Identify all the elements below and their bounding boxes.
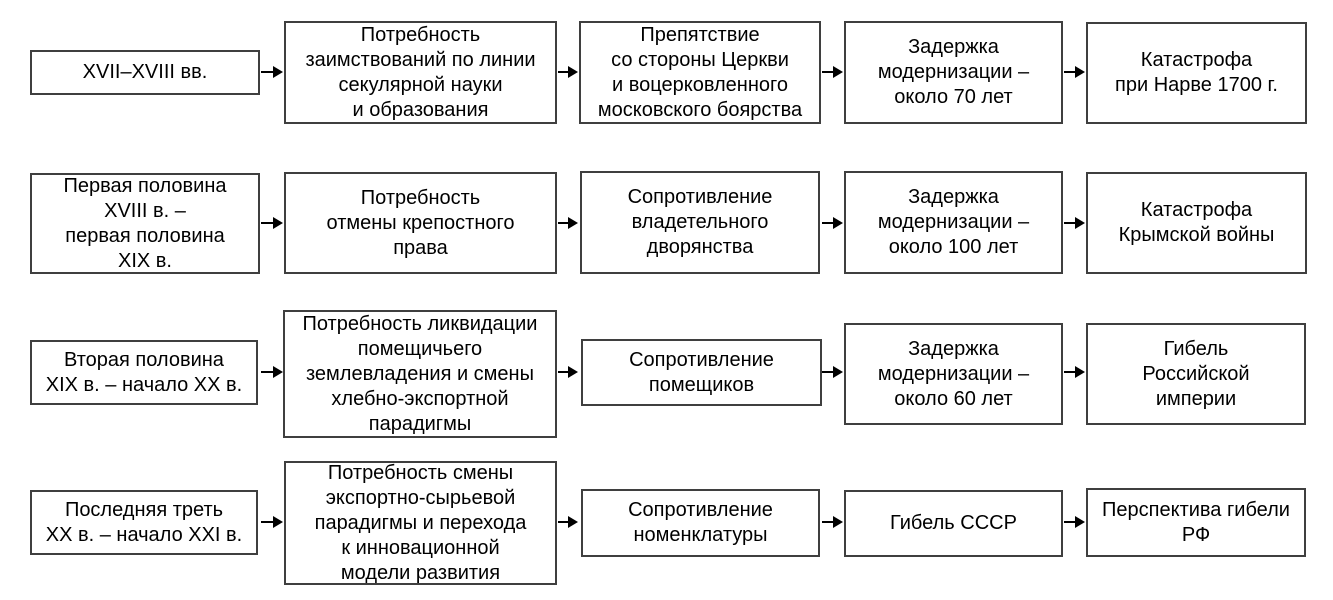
arrow-right-icon: [822, 516, 843, 528]
box-obstacle-row3: Сопротивление помещиков: [581, 339, 822, 406]
arrow-right-icon: [1064, 366, 1085, 378]
arrow-head: [833, 366, 843, 378]
box-outcome-row1: Катастрофа при Нарве 1700 г.: [1086, 22, 1307, 124]
arrow-shaft: [261, 221, 276, 225]
arrow-right-icon: [558, 217, 578, 229]
arrow-head: [833, 516, 843, 528]
arrow-head: [1075, 66, 1085, 78]
arrow-shaft: [1064, 221, 1078, 225]
arrow-right-icon: [822, 366, 843, 378]
arrow-shaft: [261, 520, 276, 524]
box-period-row1: XVII–XVIII вв.: [30, 50, 260, 95]
arrow-head: [273, 66, 283, 78]
arrow-right-icon: [558, 366, 578, 378]
box-period-row3: Вторая половина XIX в. – начало XX в.: [30, 340, 258, 405]
arrow-right-icon: [558, 516, 578, 528]
box-obstacle-row2: Сопротивление владетельного дворянства: [580, 171, 820, 274]
arrow-right-icon: [822, 66, 843, 78]
arrow-head: [273, 366, 283, 378]
arrow-head: [273, 516, 283, 528]
box-delay-row2: Задержка модернизации – около 100 лет: [844, 171, 1063, 274]
arrow-shaft: [558, 370, 571, 374]
arrow-right-icon: [261, 217, 283, 229]
arrow-head: [1075, 516, 1085, 528]
arrow-head: [568, 66, 578, 78]
arrow-shaft: [261, 70, 276, 74]
box-need-row2: Потребность отмены крепостного права: [284, 172, 557, 274]
arrow-head: [833, 66, 843, 78]
arrow-shaft: [1064, 370, 1078, 374]
arrow-right-icon: [1064, 516, 1085, 528]
arrow-head: [833, 217, 843, 229]
arrow-shaft: [261, 370, 276, 374]
box-delay-row1: Задержка модернизации – около 70 лет: [844, 21, 1063, 124]
arrow-shaft: [822, 221, 836, 225]
arrow-head: [568, 217, 578, 229]
box-outcome-row3: Гибель Российской империи: [1086, 323, 1306, 425]
arrow-right-icon: [261, 66, 283, 78]
box-outcome-rf-row4: Перспектива гибели РФ: [1086, 488, 1306, 557]
box-need-row3: Потребность ликвидации помещичьего земле…: [283, 310, 557, 438]
box-outcome-ussr-row4: Гибель СССР: [844, 490, 1063, 557]
arrow-head: [1075, 366, 1085, 378]
box-period-row2: Первая половина XVIII в. – первая полови…: [30, 173, 260, 274]
arrow-head: [1075, 217, 1085, 229]
arrow-shaft: [822, 520, 836, 524]
box-obstacle-row4: Сопротивление номенклатуры: [581, 489, 820, 557]
box-delay-row3: Задержка модернизации – около 60 лет: [844, 323, 1063, 425]
arrow-right-icon: [1064, 66, 1085, 78]
arrow-head: [273, 217, 283, 229]
arrow-right-icon: [822, 217, 843, 229]
box-outcome-row2: Катастрофа Крымской войны: [1086, 172, 1307, 274]
arrow-right-icon: [261, 516, 283, 528]
arrow-shaft: [822, 70, 836, 74]
arrow-shaft: [822, 370, 836, 374]
arrow-right-icon: [1064, 217, 1085, 229]
box-obstacle-row1: Препятствие со стороны Церкви и воцерков…: [579, 21, 821, 124]
arrow-right-icon: [261, 366, 283, 378]
box-period-row4: Последняя треть XX в. – начало XXI в.: [30, 490, 258, 555]
arrow-shaft: [558, 221, 571, 225]
arrow-shaft: [1064, 520, 1078, 524]
box-need-row4: Потребность смены экспортно-сырьевой пар…: [284, 461, 557, 585]
arrow-right-icon: [558, 66, 578, 78]
arrow-head: [568, 516, 578, 528]
box-need-row1: Потребность заимствований по линии секул…: [284, 21, 557, 124]
arrow-shaft: [558, 520, 571, 524]
arrow-head: [568, 366, 578, 378]
arrow-shaft: [558, 70, 571, 74]
arrow-shaft: [1064, 70, 1078, 74]
